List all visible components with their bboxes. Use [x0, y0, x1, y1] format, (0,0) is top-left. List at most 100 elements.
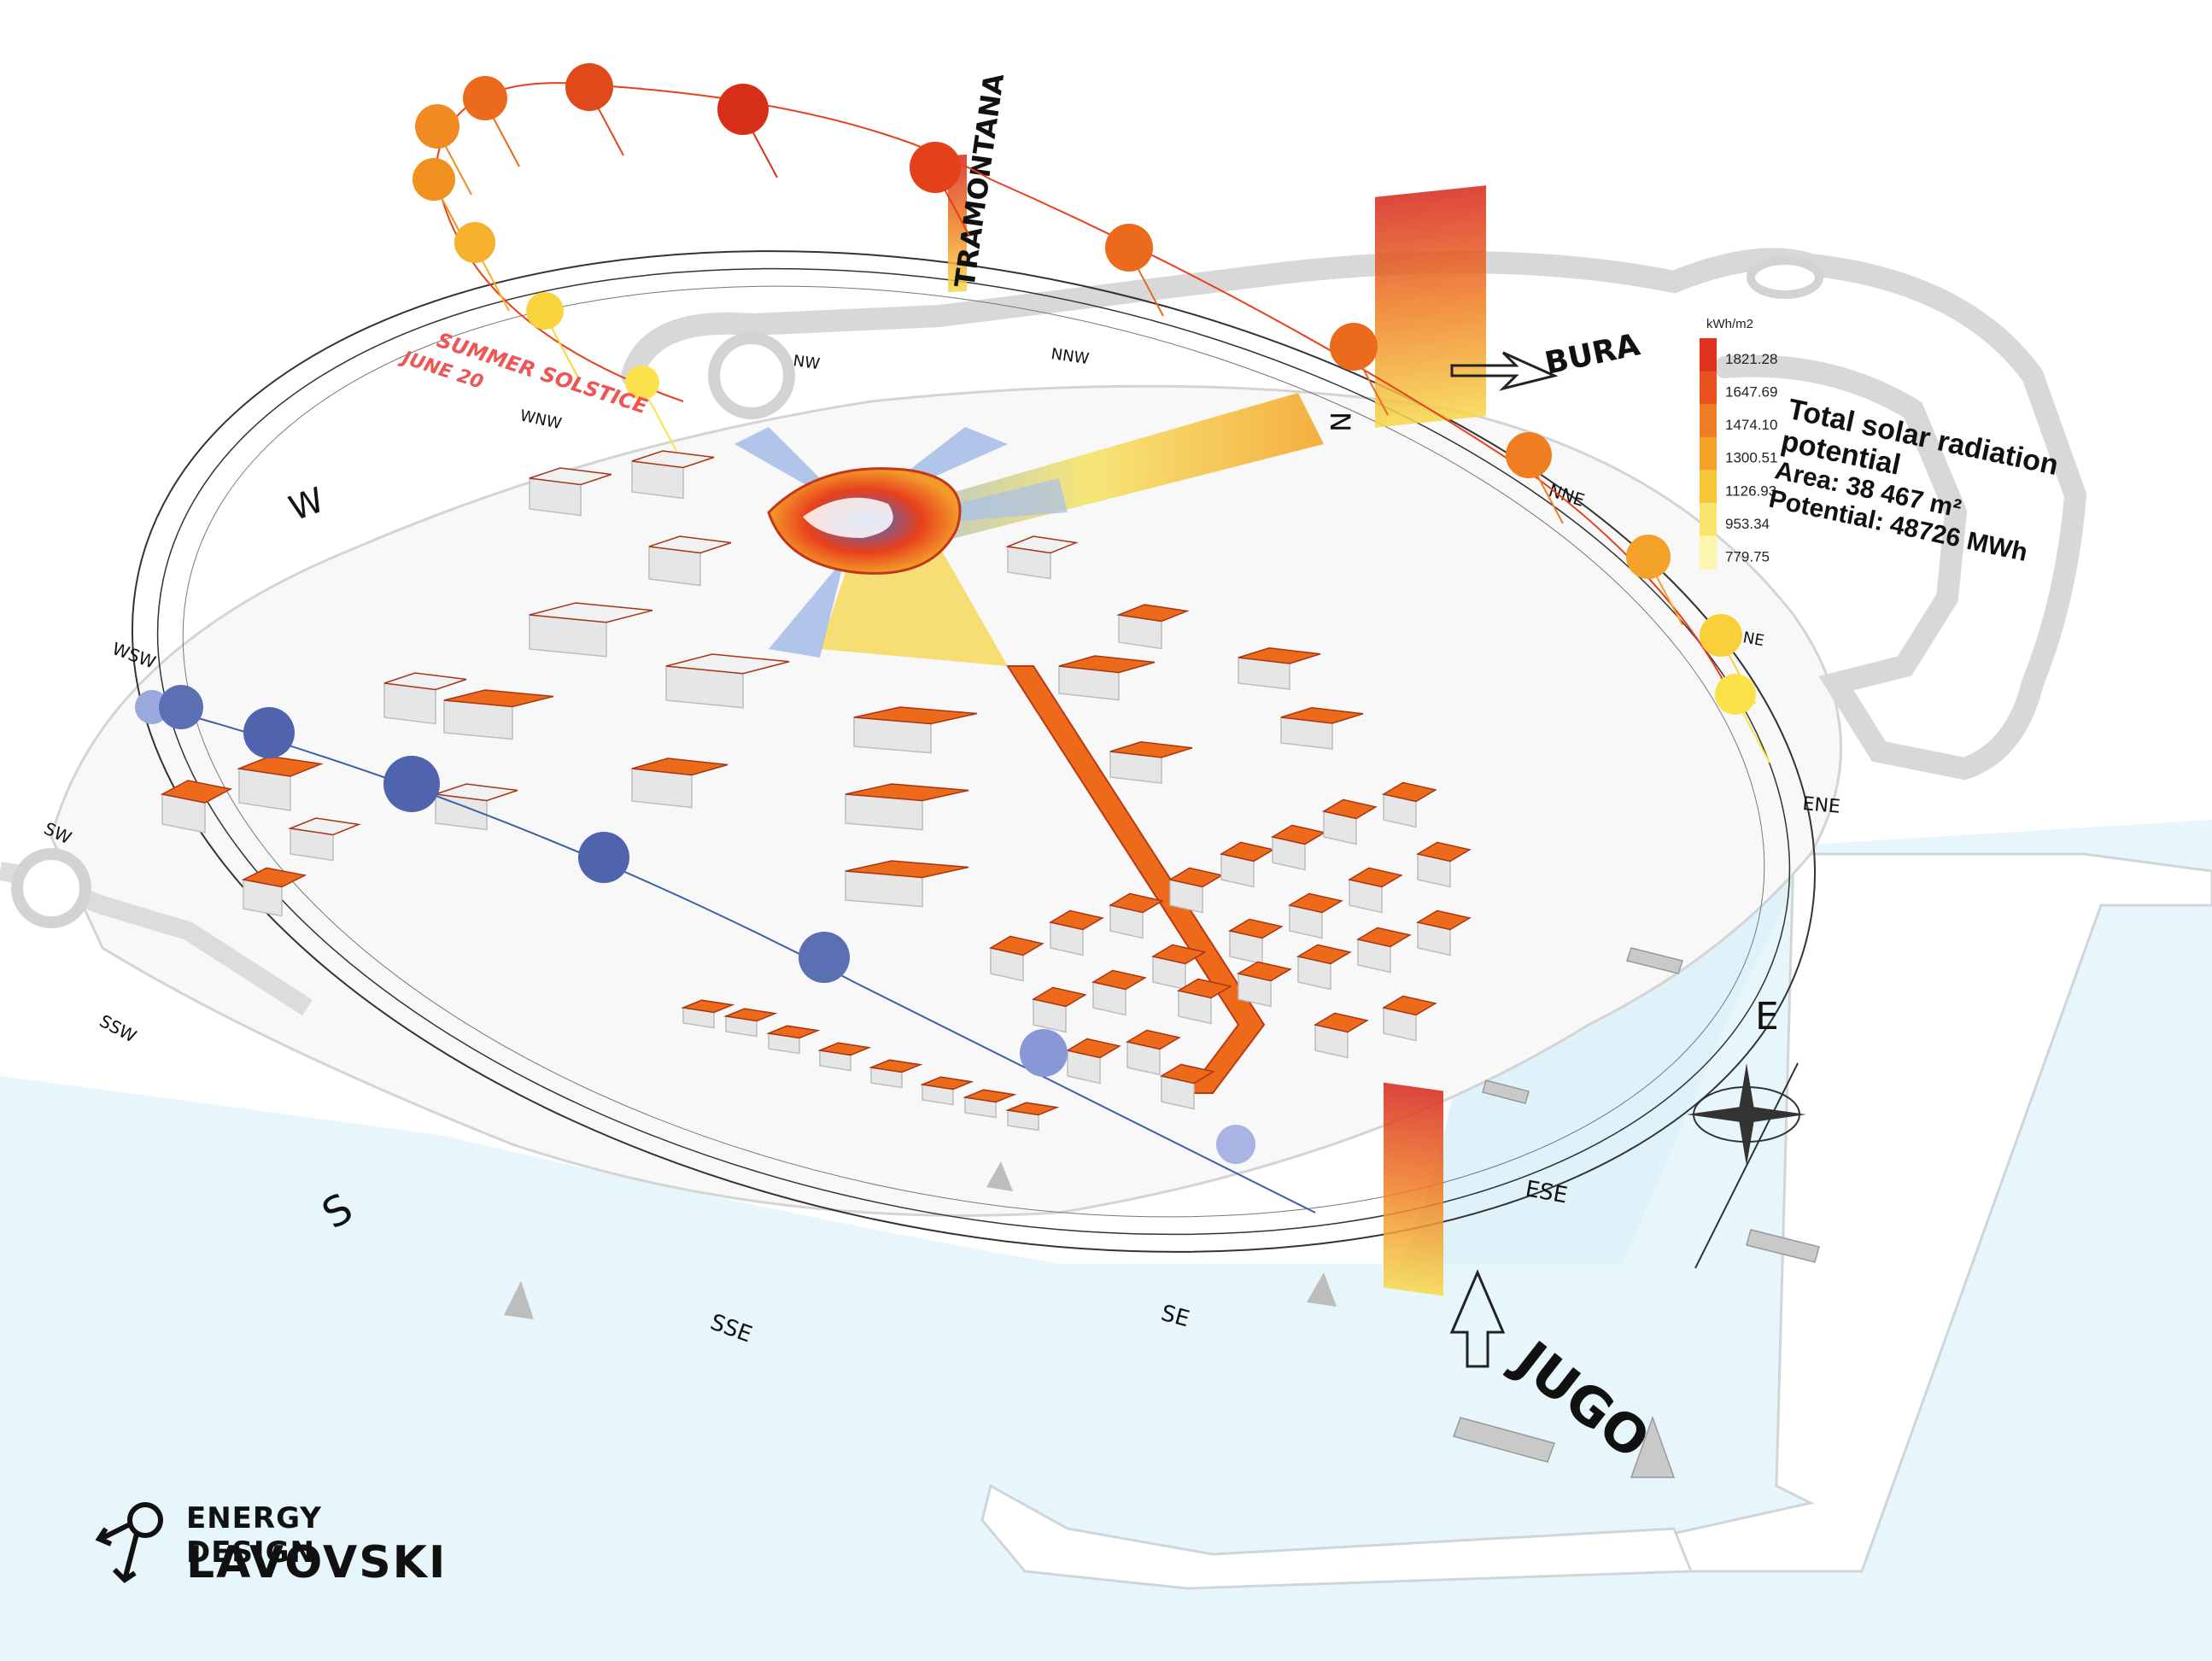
- building-roof: [383, 672, 467, 691]
- legend-scale: kWh/m21821.281647.691474.101300.511126.9…: [1700, 317, 1777, 570]
- summer-sun-marker: [717, 84, 769, 135]
- yacht-icons: [1453, 947, 1820, 1478]
- building-roof: [1048, 909, 1104, 931]
- legend-swatch: [1700, 470, 1717, 504]
- brand-logo: ENERGY DESIGN LAVOVSKI: [94, 1494, 453, 1588]
- summer-sun-marker: [454, 222, 495, 263]
- legend-swatch: [1700, 338, 1717, 372]
- wind-arrow-bura-icon: [1450, 351, 1559, 391]
- building-roof: [869, 1059, 923, 1073]
- building-roof: [1031, 986, 1087, 1008]
- legend-value: 779.75: [1725, 548, 1770, 564]
- compass-w: W: [284, 481, 330, 529]
- sun-ray-arrow: [1654, 573, 1683, 626]
- building-roof: [845, 860, 969, 879]
- building-roof: [1313, 1012, 1369, 1033]
- building-roof: [1150, 944, 1207, 965]
- sun-ray-arrow: [1135, 264, 1164, 317]
- summer-sun-marker: [413, 158, 455, 201]
- winter-sun-markers: [135, 685, 1255, 1164]
- sun-ray-arrow: [648, 399, 677, 452]
- building-roof: [845, 783, 969, 802]
- summer-sun-marker: [526, 292, 564, 330]
- building-roof: [631, 757, 729, 776]
- building-roof: [1238, 647, 1321, 664]
- compass-ring-outer: [131, 250, 1817, 1253]
- legend-value: 1647.69: [1725, 384, 1777, 401]
- building-roof: [1058, 655, 1156, 674]
- building-roof: [160, 780, 233, 804]
- compass-wnw: WNW: [518, 406, 564, 433]
- summer-sun-marker: [1715, 674, 1756, 715]
- building-roof: [529, 602, 653, 623]
- summer-sun-marker: [1330, 323, 1378, 371]
- compass-ring-faint: [182, 285, 1765, 1218]
- building-roof: [1415, 909, 1472, 931]
- summer-sun-marker: [463, 76, 507, 120]
- building-roof: [241, 867, 307, 888]
- radiation-bars-jugo: [1384, 1082, 1443, 1296]
- winter-sun-marker: [1216, 1125, 1255, 1164]
- building-roof: [288, 817, 361, 836]
- building-roof: [1091, 969, 1147, 991]
- building-roof: [1415, 841, 1472, 863]
- sun-ray-arrow: [1360, 363, 1389, 416]
- building-roof: [1176, 978, 1232, 999]
- sun-ray-arrow: [1535, 471, 1564, 524]
- pier: [1654, 852, 2212, 1573]
- compass-nw: NW: [792, 352, 821, 373]
- winter-sun-marker: [799, 932, 850, 983]
- legend-value: 1474.10: [1725, 417, 1777, 433]
- building-roof: [1116, 604, 1190, 623]
- summer-sun-marker: [565, 63, 613, 111]
- summer-sun-marker: [415, 104, 459, 149]
- building-roof: [853, 706, 978, 725]
- building-roof: [1381, 781, 1437, 803]
- summer-sun-path: [434, 82, 1735, 701]
- building-roof: [963, 1089, 1017, 1103]
- building-roof: [1347, 867, 1403, 888]
- sun-ray-arrow: [941, 184, 970, 237]
- building-roof: [1108, 892, 1164, 914]
- building-roof: [681, 999, 735, 1014]
- compass-n: N: [1324, 412, 1356, 432]
- legend-unit: kWh/m2: [1706, 317, 1753, 331]
- summer-sun-marker: [1506, 432, 1552, 478]
- compass-ssw: SSW: [97, 1010, 140, 1047]
- building-roof: [766, 1025, 821, 1039]
- building-roof: [237, 755, 324, 777]
- wind-arrow-jugo-icon: [1449, 1269, 1506, 1368]
- sailboat-icons: [504, 1161, 1337, 1319]
- building-roof: [723, 1008, 778, 1022]
- legend-value: 1821.28: [1725, 351, 1777, 367]
- building-roof: [817, 1042, 872, 1056]
- building-roof: [1005, 1102, 1060, 1116]
- compass-nnw: NNW: [1050, 345, 1090, 368]
- summer-sun-marker: [625, 366, 659, 400]
- winter-sun-marker: [159, 685, 203, 729]
- summer-sun-marker: [1105, 224, 1153, 272]
- winter-sun-marker: [383, 756, 440, 812]
- roundabout-west: [11, 848, 91, 928]
- legend-swatch: [1700, 535, 1717, 570]
- building-roof: [1159, 1063, 1215, 1085]
- building-roof: [1287, 892, 1343, 914]
- summer-sun-marker: [910, 142, 961, 193]
- winter-sun-marker: [243, 707, 295, 758]
- building-roof: [1109, 741, 1193, 758]
- legend-swatch: [1700, 436, 1717, 471]
- central-boulevard: [1006, 665, 1266, 1094]
- logo-symbol-icon: [95, 1502, 163, 1583]
- sun-ray-arrow: [481, 259, 510, 312]
- roundabout-north: [708, 332, 795, 419]
- logo-line2: LAVOVSKI: [186, 1537, 448, 1588]
- radiation-bars-tramontana: [948, 154, 967, 293]
- building-roof: [1005, 535, 1079, 554]
- building-roof: [1227, 918, 1284, 939]
- building-roof: [631, 450, 715, 469]
- ring-road-north: [621, 248, 2087, 781]
- building-roof: [988, 935, 1045, 956]
- compass-e: E: [1755, 995, 1779, 1038]
